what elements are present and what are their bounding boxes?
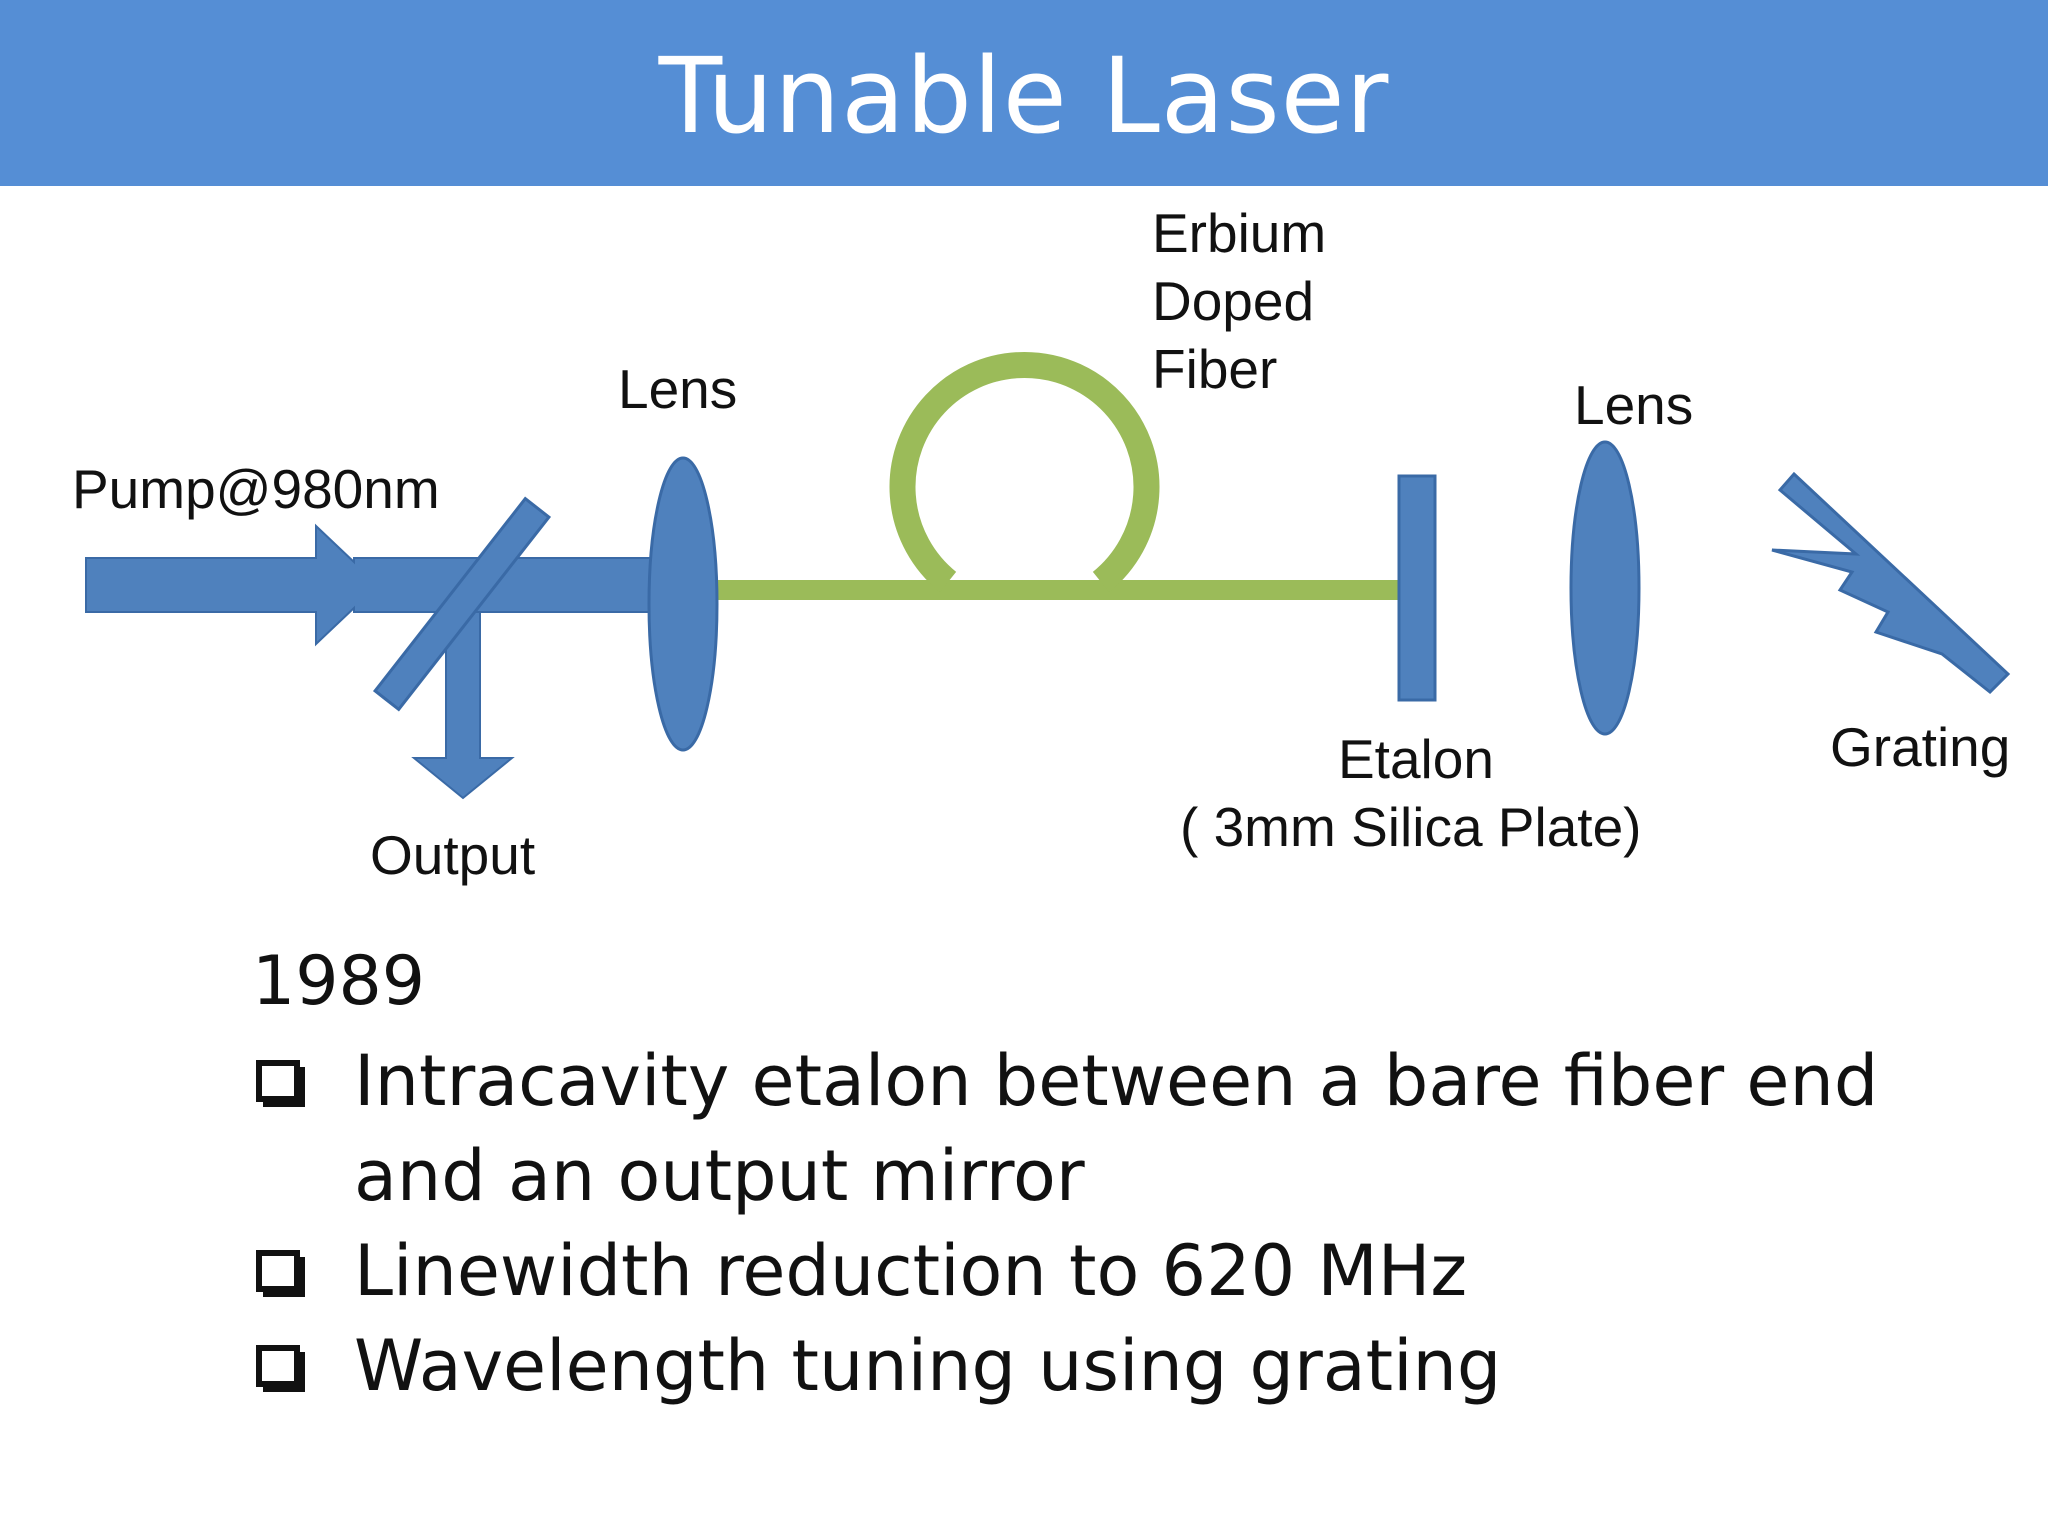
laser-diagram-graphics: [85, 351, 2011, 800]
fiber-label-line1: Erbium: [1152, 202, 1327, 264]
right-lens-label: Lens: [1574, 374, 1694, 436]
title-bar: Tunable Laser: [0, 0, 2048, 186]
pump-label: Pump@980nm: [72, 458, 440, 520]
etalon-label-line1: Etalon: [1338, 728, 1494, 790]
bullet-list: Intracavity etalon between a bare fiber …: [252, 1034, 2012, 1414]
bullet-text: Wavelength tuning using grating: [354, 1325, 1502, 1407]
etalon-plate: [1397, 474, 1437, 702]
fiber-label-line2: Doped: [1152, 270, 1315, 332]
pump-beam-arrow: [85, 523, 653, 647]
output-beam-arrow: [411, 611, 515, 800]
beam-splitter-mirror: [372, 496, 552, 712]
year-text: 1989: [252, 942, 426, 1021]
bullet-item: Linewidth reduction to 620 MHz: [252, 1224, 2012, 1319]
slide-title: Tunable Laser: [658, 35, 1390, 157]
laser-diagram: Pump@980nm Output Lens Erbium Doped Fibe…: [0, 186, 2048, 946]
bullet-item: Wavelength tuning using grating: [252, 1319, 2012, 1414]
checkbox-icon: [256, 1060, 300, 1102]
output-label: Output: [370, 824, 536, 886]
bullet-item: Intracavity etalon between a bare fiber …: [252, 1034, 2012, 1224]
left-lens-label: Lens: [618, 358, 738, 420]
checkbox-icon: [256, 1345, 300, 1387]
grating-label: Grating: [1830, 716, 2011, 778]
checkbox-icon: [256, 1250, 300, 1292]
notes-section: 1989 Intracavity etalon between a bare f…: [252, 948, 2012, 1414]
bullet-text: Intracavity etalon between a bare fiber …: [354, 1040, 1879, 1217]
right-lens: [1569, 440, 1641, 736]
left-lens: [647, 456, 719, 752]
grating-sawtooth: [1771, 471, 2011, 695]
fiber-coil: [889, 351, 1160, 593]
fiber-label-line3: Fiber: [1152, 338, 1278, 400]
bullet-text: Linewidth reduction to 620 MHz: [354, 1230, 1468, 1312]
etalon-label-line2: ( 3mm Silica Plate): [1180, 796, 1642, 858]
